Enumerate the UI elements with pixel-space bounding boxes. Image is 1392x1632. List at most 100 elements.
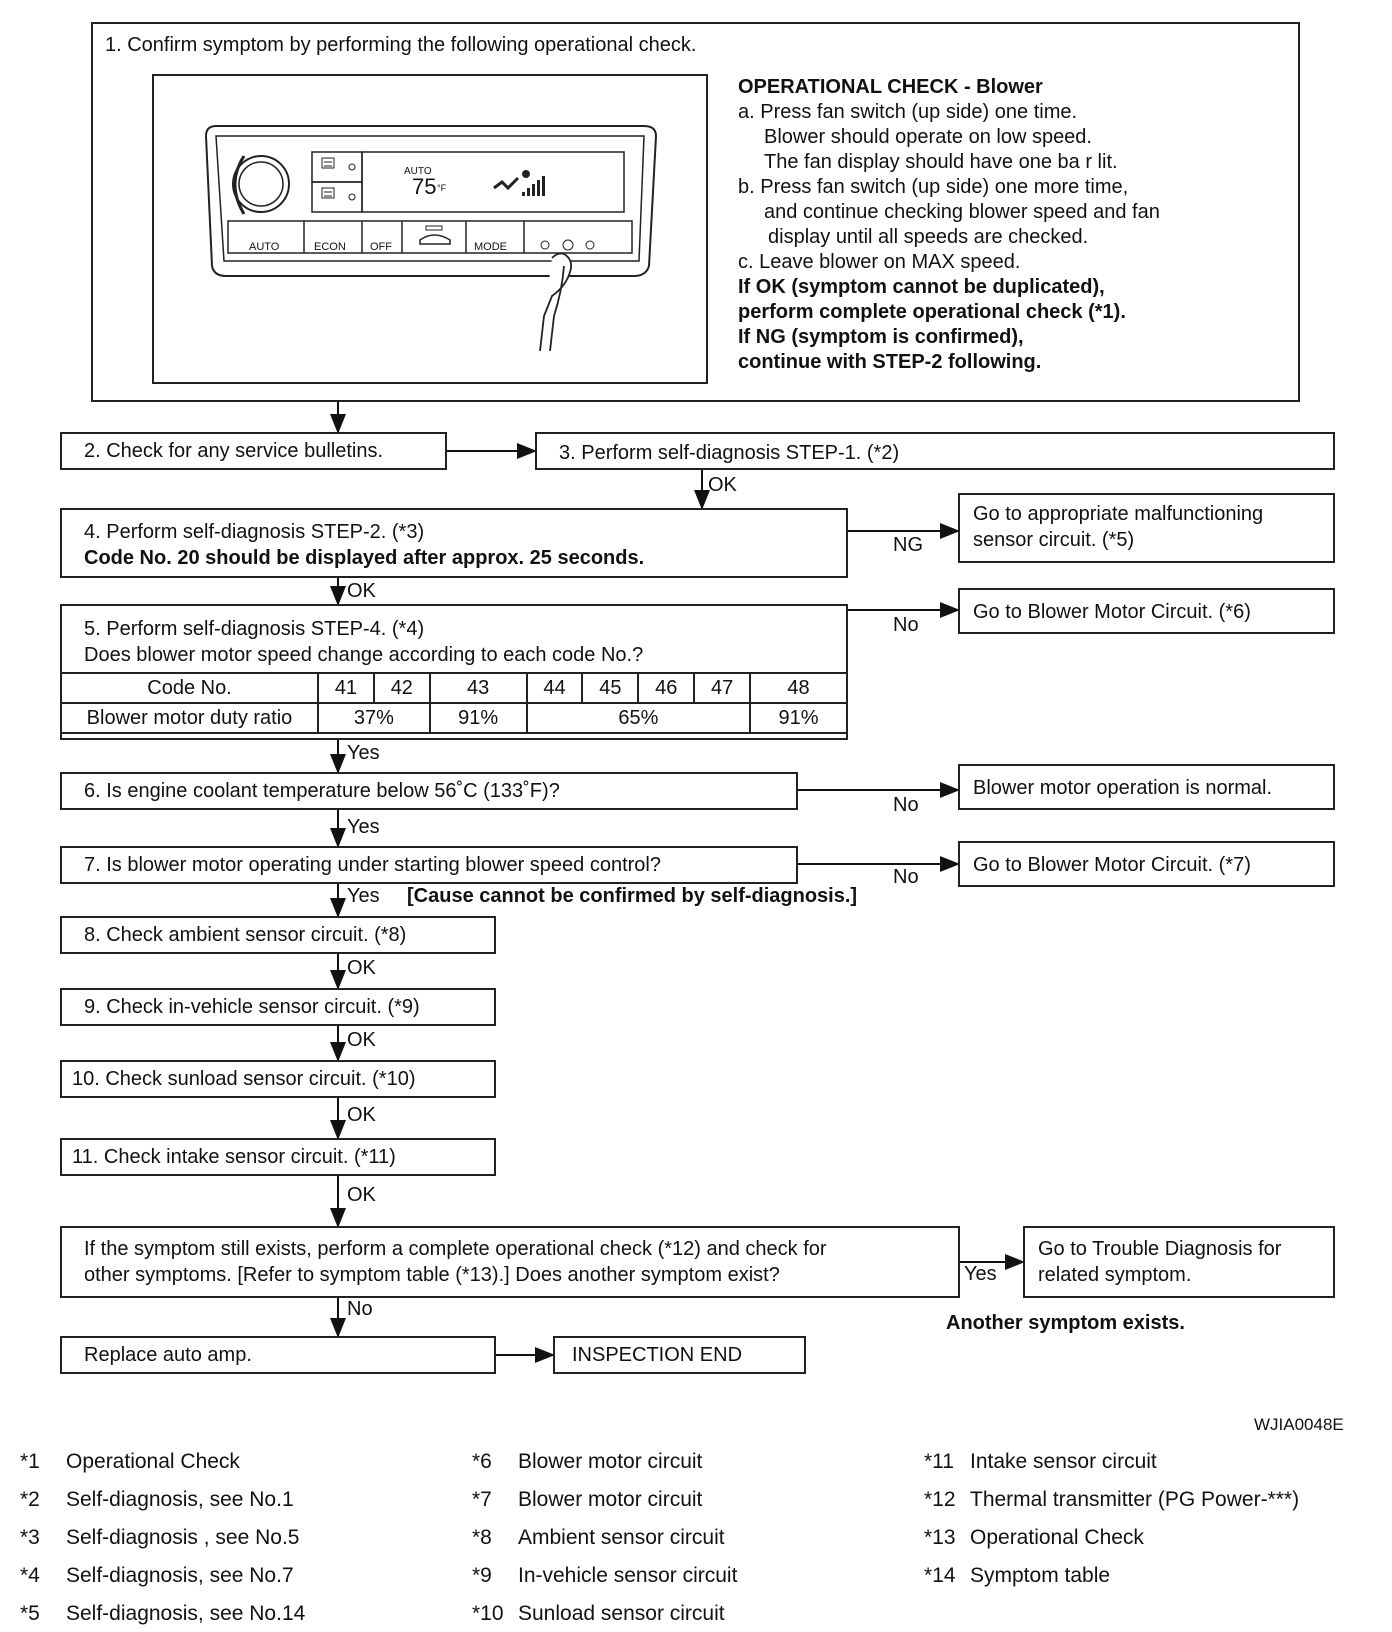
check-ok-line1: If OK (symptom cannot be duplicated), bbox=[738, 276, 1105, 298]
ok-label-3: OK bbox=[708, 474, 737, 496]
duty-row-label: Blower motor duty ratio bbox=[60, 702, 319, 734]
step-2-text: 2. Check for any service bulletins. bbox=[84, 440, 384, 462]
yes-label-5: Yes bbox=[347, 742, 380, 764]
ng-label-4: NG bbox=[893, 534, 923, 556]
no-label-7: No bbox=[893, 866, 919, 888]
check-ng-line2: continue with STEP-2 following. bbox=[738, 351, 1042, 373]
step-10-box: 10. Check sunload sensor circuit. (*10) bbox=[60, 1060, 496, 1098]
step-4-line2: Code No. 20 should be displayed after ap… bbox=[84, 547, 645, 569]
step-9-text: 9. Check in-vehicle sensor circuit. (*9) bbox=[84, 996, 420, 1018]
check-line-a: a. Press fan switch (up side) one time. bbox=[738, 101, 1078, 123]
panel-button-off: OFF bbox=[370, 241, 392, 253]
ok-label-11: OK bbox=[347, 1184, 376, 1206]
panel-temp-unit: °F bbox=[437, 183, 447, 193]
ok-label-8: OK bbox=[347, 957, 376, 979]
check-line-b3: display until all speeds are checked. bbox=[768, 226, 1089, 248]
step-5-line1: 5. Perform self-diagnosis STEP-4. (*4) bbox=[84, 618, 425, 640]
step-1-title: 1. Confirm symptom by performing the fol… bbox=[105, 34, 697, 56]
code-43: 43 bbox=[428, 672, 528, 704]
code-45: 45 bbox=[581, 672, 640, 704]
climate-control-panel-illustration bbox=[204, 125, 658, 352]
step-11-text: 11. Check intake sensor circuit. (*11) bbox=[72, 1146, 396, 1168]
duty-48: 91% bbox=[749, 702, 848, 734]
check-ok-line2: perform complete operational check (*1). bbox=[738, 301, 1126, 323]
duty-41-42: 37% bbox=[317, 702, 431, 734]
ok-label-10: OK bbox=[347, 1104, 376, 1126]
check-line-a2: Blower should operate on low speed. bbox=[764, 126, 1092, 148]
step-11-box: 11. Check intake sensor circuit. (*11) bbox=[60, 1138, 496, 1176]
step-2-box: 2. Check for any service bulletins. bbox=[60, 432, 447, 470]
step-12-line2: other symptoms. [Refer to symptom table … bbox=[84, 1264, 780, 1286]
step-12-yes-box: Go to Trouble Diagnosis for related symp… bbox=[1023, 1226, 1335, 1298]
step-7-yes-note: [Cause cannot be confirmed by self-diagn… bbox=[407, 885, 858, 907]
no-label-12: No bbox=[347, 1298, 373, 1320]
step-5-line2: Does blower motor speed change according… bbox=[84, 644, 644, 666]
another-symptom-note: Another symptom exists. bbox=[946, 1312, 1185, 1334]
step-4-ng-line1: Go to appropriate malfunctioning bbox=[973, 503, 1264, 525]
step-5-no-text: Go to Blower Motor Circuit. (*6) bbox=[973, 601, 1251, 623]
step-12-yes-line1: Go to Trouble Diagnosis for bbox=[1038, 1238, 1282, 1260]
yes-label-7: Yes bbox=[347, 885, 380, 907]
step-8-text: 8. Check ambient sensor circuit. (*8) bbox=[84, 924, 407, 946]
check-ng-line1: If NG (symptom is confirmed), bbox=[738, 326, 1024, 348]
step-4-box: 4. Perform self-diagnosis STEP-2. (*3) C… bbox=[60, 508, 848, 578]
step-12-box: If the symptom still exists, perform a c… bbox=[60, 1226, 960, 1298]
ok-label-9: OK bbox=[347, 1029, 376, 1051]
panel-button-auto: AUTO bbox=[249, 241, 280, 253]
duty-44-47: 65% bbox=[525, 702, 752, 734]
replace-text: Replace auto amp. bbox=[84, 1344, 252, 1366]
panel-button-econ: ECON bbox=[314, 241, 346, 253]
step-3-text: 3. Perform self-diagnosis STEP-1. (*2) bbox=[559, 442, 900, 464]
figure-id: WJIA0048E bbox=[1254, 1415, 1344, 1434]
step-4-ng-line2: sensor circuit. (*5) bbox=[973, 529, 1135, 551]
no-label-6: No bbox=[893, 794, 919, 816]
inspection-end-text: INSPECTION END bbox=[572, 1344, 743, 1366]
step-8-box: 8. Check ambient sensor circuit. (*8) bbox=[60, 916, 496, 954]
code-44: 44 bbox=[525, 672, 584, 704]
code-table-header-row: Code No. 41 42 43 44 45 46 47 48 bbox=[60, 672, 848, 704]
panel-button-mode: MODE bbox=[474, 241, 507, 253]
duty-ratio-row: Blower motor duty ratio 37% 91% 65% 91% bbox=[60, 702, 848, 734]
step-9-box: 9. Check in-vehicle sensor circuit. (*9) bbox=[60, 988, 496, 1026]
control-panel-figure: AUTO 75 °F AUTO ECON OFF MODE bbox=[152, 74, 708, 384]
step-6-no-box: Blower motor operation is normal. bbox=[958, 764, 1335, 810]
replace-box: Replace auto amp. bbox=[60, 1336, 496, 1374]
step-6-text: 6. Is engine coolant temperature below 5… bbox=[84, 780, 560, 802]
step-7-box: 7. Is blower motor operating under start… bbox=[60, 846, 798, 884]
step-7-text: 7. Is blower motor operating under start… bbox=[84, 854, 661, 876]
inspection-end-box: INSPECTION END bbox=[553, 1336, 806, 1374]
duty-43: 91% bbox=[428, 702, 528, 734]
step-6-box: 6. Is engine coolant temperature below 5… bbox=[60, 772, 798, 810]
step-3-box: 3. Perform self-diagnosis STEP-1. (*2) bbox=[535, 432, 1335, 470]
code-46: 46 bbox=[637, 672, 696, 704]
check-line-b2: and continue checking blower speed and f… bbox=[764, 201, 1160, 223]
step-4-line1: 4. Perform self-diagnosis STEP-2. (*3) bbox=[84, 521, 425, 543]
yes-label-6: Yes bbox=[347, 816, 380, 838]
step-12-line1: If the symptom still exists, perform a c… bbox=[84, 1238, 827, 1260]
panel-auto-label: AUTO bbox=[404, 166, 432, 177]
code-table: Code No. 41 42 43 44 45 46 47 48 Blower … bbox=[60, 672, 848, 734]
code-42: 42 bbox=[372, 672, 431, 704]
code-41: 41 bbox=[317, 672, 375, 704]
yes-label-12: Yes bbox=[964, 1263, 997, 1285]
check-line-b: b. Press fan switch (up side) one more t… bbox=[738, 176, 1129, 198]
ok-label-4: OK bbox=[347, 580, 376, 602]
code-header-label: Code No. bbox=[60, 672, 319, 704]
step-5-no-box: Go to Blower Motor Circuit. (*6) bbox=[958, 588, 1335, 634]
no-label-5: No bbox=[893, 614, 919, 636]
check-line-a3: The fan display should have one ba r lit… bbox=[764, 151, 1118, 173]
